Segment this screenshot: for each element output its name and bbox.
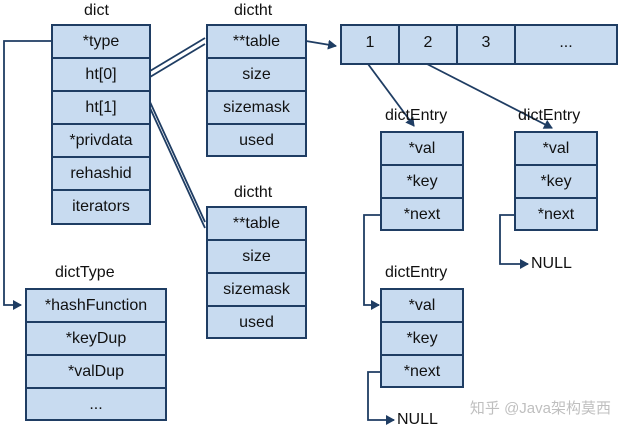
- table-slot-2: 2: [400, 26, 458, 63]
- null-label-bottom: NULL: [397, 411, 438, 428]
- dict-field-type: *type: [53, 26, 149, 59]
- dictht-0-title: dictht: [234, 2, 273, 19]
- dictentry-a-field-val: *val: [382, 133, 462, 166]
- dictht-0-field-sizemask: sizemask: [208, 92, 305, 125]
- dictentry-c-struct: *val *key *next: [514, 131, 598, 231]
- dictht-1-field-sizemask: sizemask: [208, 274, 305, 307]
- dict-title: dict: [84, 2, 109, 19]
- ht0-to-dictht-line: [149, 37, 206, 72]
- dictentry-c-field-key: *key: [516, 166, 596, 199]
- table-array: 1 2 3 ...: [340, 24, 618, 65]
- dict-field-ht0: ht[0]: [53, 59, 149, 92]
- dicttype-struct: *hashFunction *keyDup *valDup ...: [25, 288, 167, 421]
- dictht-0-field-table: **table: [208, 26, 305, 59]
- dictht-0-field-used: used: [239, 132, 274, 149]
- dicttype-field-hashfunction: *hashFunction: [27, 290, 165, 323]
- dictht-1-field-used: used: [239, 314, 274, 331]
- dict-field-ht1: ht[1]: [53, 92, 149, 125]
- next-to-entry-arrow: [363, 214, 380, 310]
- dictht-1-title: dictht: [234, 184, 273, 201]
- dicttype-title: dictType: [55, 264, 115, 281]
- slot1-to-entry-arrow: [367, 63, 415, 127]
- dictentry-c-field-next: *next: [537, 206, 575, 223]
- slot2-to-entry-arrow: [426, 63, 553, 129]
- table-slot-more: ...: [559, 34, 573, 51]
- dictentry-c-title: dictEntry: [518, 107, 581, 124]
- dictentry-a-title: dictEntry: [385, 107, 448, 124]
- dictentry-b-field-key: *key: [382, 323, 462, 356]
- dict-field-privdata: *privdata: [53, 125, 149, 158]
- dict-field-rehashid: rehashid: [53, 158, 149, 191]
- table-to-array-arrow: [305, 39, 337, 50]
- type-to-dicttype-arrow: [3, 40, 51, 310]
- dictht-0-field-size: size: [208, 59, 305, 92]
- table-slot-1: 1: [342, 26, 400, 63]
- dict-struct: *type ht[0] ht[1] *privdata rehashid ite…: [51, 24, 151, 225]
- dictentry-b-struct: *val *key *next: [380, 288, 464, 388]
- dictht-1-struct: **table size sizemask used: [206, 206, 307, 339]
- dicttype-field-keydup: *keyDup: [27, 323, 165, 356]
- dictentry-b-title: dictEntry: [385, 264, 448, 281]
- dictht-1-field-size: size: [208, 241, 305, 274]
- dictentry-a-field-key: *key: [382, 166, 462, 199]
- table-slot-3: 3: [458, 26, 516, 63]
- null-label-right: NULL: [531, 255, 572, 272]
- dictht-1-field-table: **table: [208, 208, 305, 241]
- dicttype-field-valdup: *valDup: [27, 356, 165, 389]
- dictentry-c-field-val: *val: [516, 133, 596, 166]
- ht1-to-dictht-line: [149, 101, 206, 223]
- watermark-text: 知乎 @Java架构莫西: [469, 400, 611, 417]
- dictentry-b-field-val: *val: [382, 290, 462, 323]
- dictentry-b-field-next: *next: [403, 363, 441, 380]
- dicttype-field-more: ...: [89, 396, 103, 413]
- dictht-0-struct: **table size sizemask used: [206, 24, 307, 157]
- dict-field-iterators: iterators: [72, 198, 130, 215]
- dictentry-a-field-next: *next: [403, 206, 441, 223]
- next-to-null-arrow-2: [499, 214, 529, 269]
- dictentry-a-struct: *val *key *next: [380, 131, 464, 231]
- next-to-null-arrow: [367, 371, 395, 425]
